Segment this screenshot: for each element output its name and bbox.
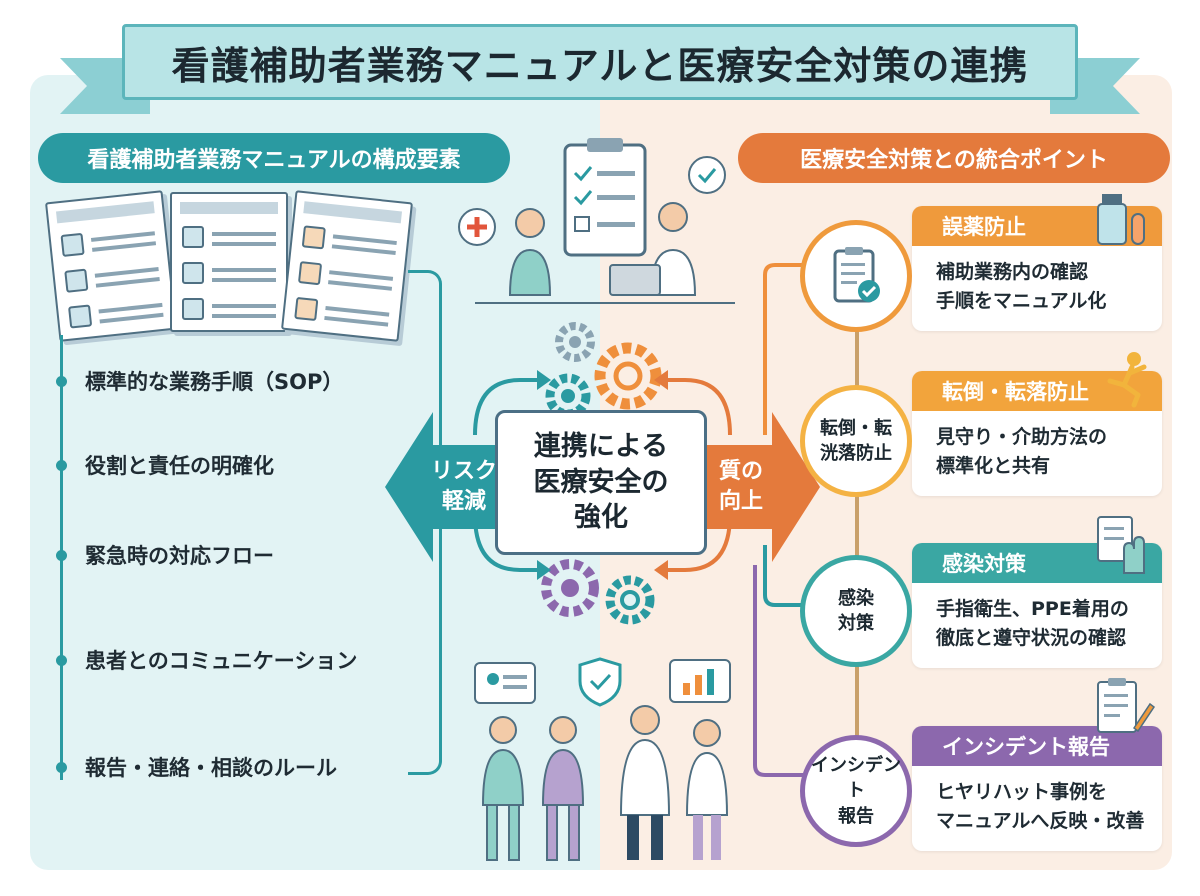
bullet-dot-icon (56, 761, 67, 773)
falling-person-icon (1107, 352, 1147, 408)
point-circle-medication (800, 220, 912, 332)
list-item-label: 標準的な業務手順（SOP） (85, 370, 344, 394)
center-concept-box: 連携による医療安全の強化 (495, 410, 707, 555)
point-circle-line2: 報告 (838, 805, 874, 827)
point-body-line1: 補助業務内の確認 (936, 261, 1089, 283)
point-body-line2: 徹底と遵守状況の確認 (936, 626, 1127, 649)
point-circle-line1: 転倒・転 (820, 417, 892, 439)
point-circle-line1: 感染 (838, 587, 874, 609)
point-body-line2: 標準化と共有 (936, 454, 1051, 477)
center-line2: 医療安全の (533, 466, 669, 498)
point-card-medication: 誤薬防止 補助業務内の確認手順をマニュアル化 (912, 194, 1162, 331)
list-item-label: 緊急時の対応フロー (85, 544, 274, 568)
quality-arrow-line2: 向上 (718, 489, 763, 514)
point-card-body: 手指衛生、PPE着用の徹底と遵守状況の確認 (936, 595, 1129, 652)
right-section-header: 医療安全対策との統合ポイント (738, 133, 1170, 183)
timeline-connectors (753, 257, 859, 783)
center-line3: 強化 (574, 502, 628, 534)
center-line1: 連携による (533, 431, 669, 463)
point-body-line1: 見守り・介助方法の (936, 426, 1108, 448)
manual-book-3 (281, 190, 413, 342)
point-circle-infection-control: 感染対策 (800, 555, 912, 667)
risk-arrow-line1: リスク (430, 459, 497, 485)
clipboard-check-icon (833, 247, 880, 303)
point-body-line1: ヒヤリハット事例を (936, 781, 1108, 803)
point-card-body: 見守り・介助方法の標準化と共有 (936, 423, 1107, 480)
point-card-body: 補助業務内の確認手順をマニュアル化 (936, 258, 1106, 315)
manual-book-1 (45, 190, 177, 342)
list-item: 報告・連絡・相談のルール (56, 752, 337, 782)
page-title: 看護補助者業務マニュアルと医療安全対策の連携 (171, 43, 1029, 88)
bullet-dot-icon (56, 375, 67, 387)
glove-icon (1097, 516, 1145, 574)
list-item: 標準的な業務手順（SOP） (56, 366, 343, 396)
list-item: 緊急時の対応フロー (56, 540, 274, 570)
point-card-fall-prevention: 転倒・転落防止 見守り・介助方法の標準化と共有 (912, 352, 1162, 496)
care-team-illustration (474, 657, 731, 861)
list-item-label: 報告・連絡・相談のルール (85, 756, 337, 780)
report-pen-icon (1097, 678, 1156, 733)
point-body-line1: 手指衛生、PPE着用の (936, 598, 1129, 620)
point-circle-fall-prevention: 転倒・転洸落防止 (800, 385, 912, 497)
bullet-dot-icon (56, 654, 67, 666)
point-card-incident-report: インシデント報告 ヒヤリハット事例をマニュアルへ反映・改善 (912, 678, 1162, 851)
list-item: 患者とのコミュニケーション (56, 645, 357, 675)
staff-checklist-illustration (458, 138, 735, 304)
point-circle-incident-report: インシデント報告 (800, 735, 912, 847)
point-circle-line2: 対策 (838, 613, 874, 634)
list-item-label: 患者とのコミュニケーション (85, 649, 358, 673)
point-card-title: 転倒・転落防止 (912, 371, 1162, 411)
point-card-body: ヒヤリハット事例をマニュアルへ反映・改善 (936, 778, 1144, 835)
left-section-header: 看護補助者業務マニュアルの構成要素 (38, 133, 510, 183)
point-card-infection-control: 感染対策 手指衛生、PPE着用の徹底と遵守状況の確認 (912, 516, 1162, 668)
bullet-dot-icon (56, 459, 67, 471)
point-circle-line1: インシデント (811, 755, 901, 802)
medicine-bottle-icon (1097, 194, 1145, 245)
point-body-line2: マニュアルへ反映・改善 (936, 809, 1145, 832)
point-circle-line2: 洸落防止 (820, 443, 892, 464)
list-item-label: 役割と責任の明確化 (85, 454, 274, 478)
gears-bottom-icon (541, 559, 655, 625)
bullet-dot-icon (56, 549, 67, 561)
manual-book-2 (170, 192, 288, 332)
title-banner: 看護補助者業務マニュアルと医療安全対策の連携 (122, 24, 1078, 100)
point-body-line2: 手順をマニュアル化 (936, 289, 1107, 312)
quality-arrow-line1: 質の (718, 459, 763, 485)
list-item: 役割と責任の明確化 (56, 450, 274, 480)
risk-arrow-line2: 軽減 (441, 489, 486, 514)
